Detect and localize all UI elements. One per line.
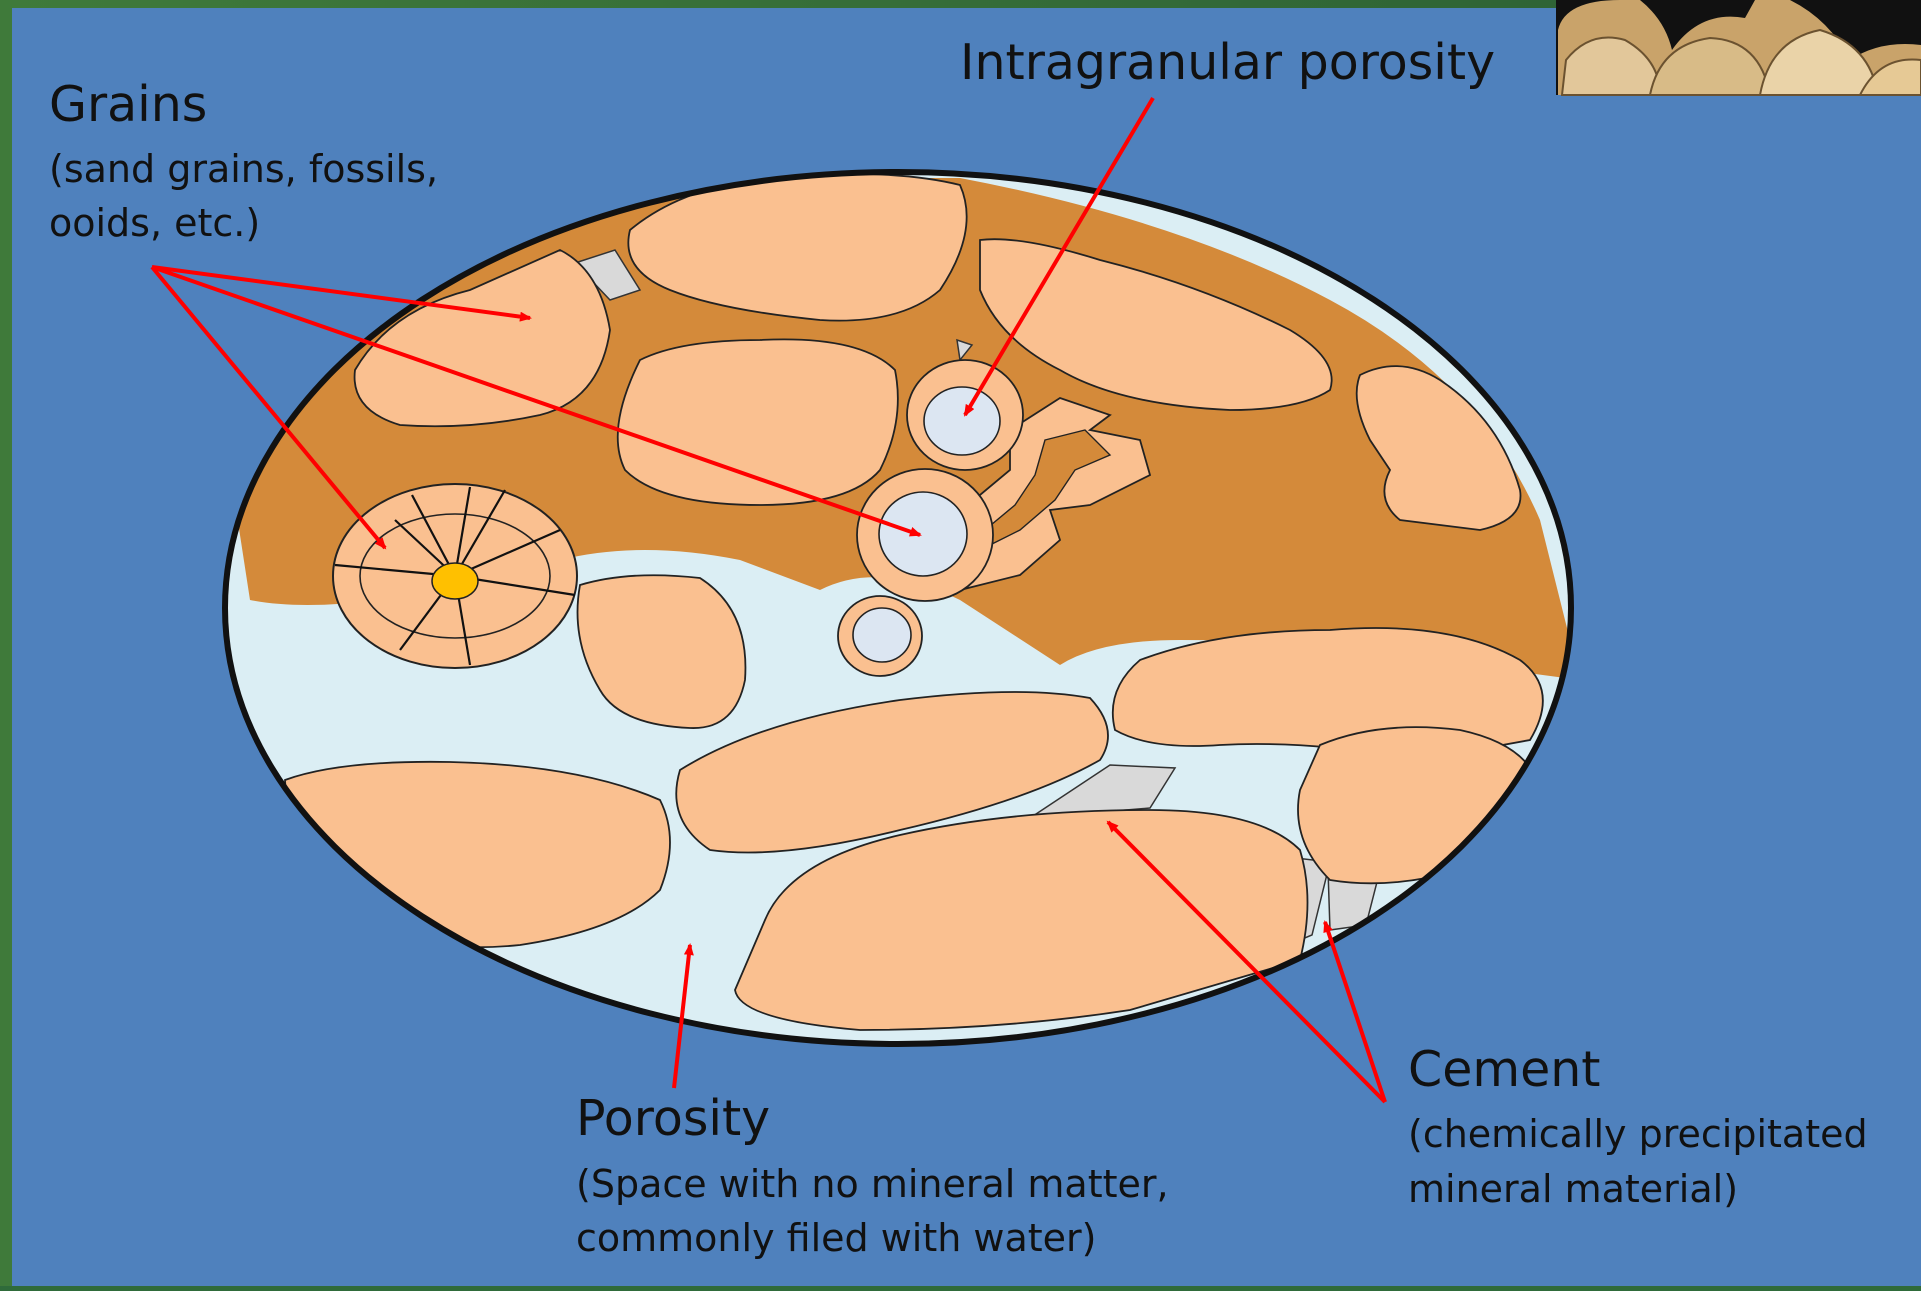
grains-description-line-1: (sand grains, fossils, xyxy=(49,142,438,197)
porosity-title: Porosity xyxy=(576,1092,770,1146)
sand-grains-photo-icon xyxy=(1556,0,1921,95)
grains-description-line-2: ooids, etc.) xyxy=(49,196,260,251)
cement-description-line-1: (chemically precipitated xyxy=(1408,1107,1868,1162)
grains-title: Grains xyxy=(49,78,207,132)
porosity-description-line-1: (Space with no mineral matter, xyxy=(576,1157,1169,1212)
intragranular-porosity-title: Intragranular porosity xyxy=(960,36,1495,90)
ooid-grain xyxy=(333,484,577,668)
cement-title: Cement xyxy=(1408,1043,1601,1097)
porosity-description-line-2: commonly filed with water) xyxy=(576,1211,1097,1266)
cement-description-line-2: mineral material) xyxy=(1408,1162,1738,1217)
